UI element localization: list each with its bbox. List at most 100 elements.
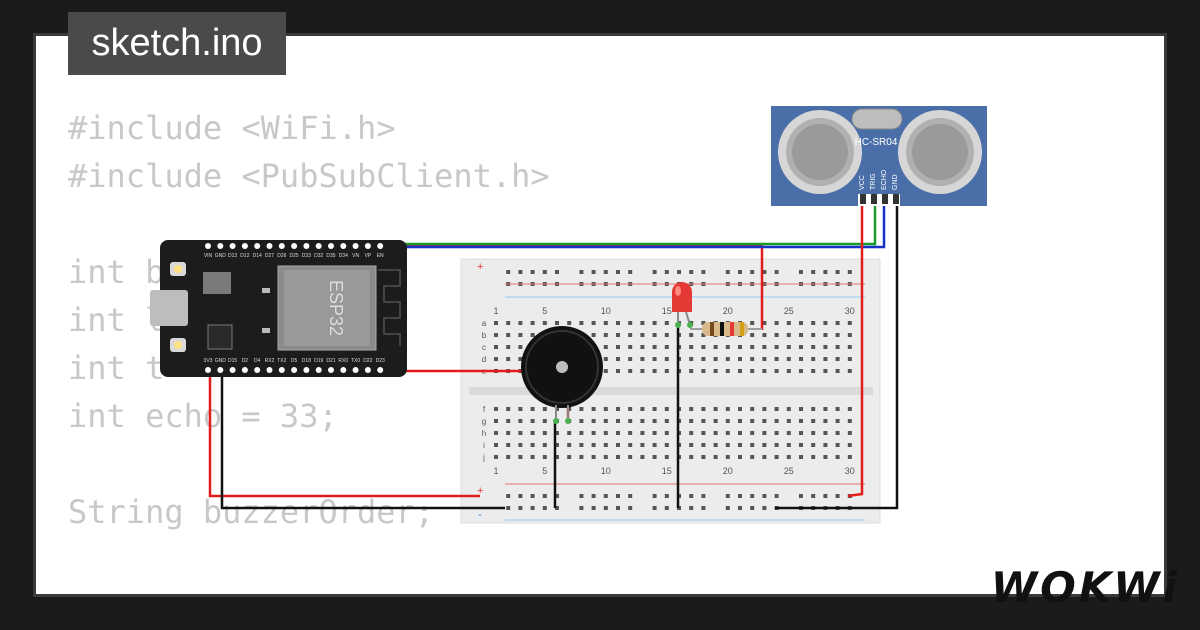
esp32-pin-label: TX0: [351, 358, 360, 364]
wire-sensor-gnd: [775, 200, 899, 510]
esp32-pin: [205, 243, 211, 249]
esp32-pin: [266, 367, 273, 373]
esp32-pin: [291, 243, 298, 249]
wokwi-logo: WOKWi: [990, 563, 1180, 612]
breadboard-row-letter: b: [482, 331, 487, 340]
code-line: int echo = 33;: [68, 397, 338, 435]
esp32-pin: [364, 243, 371, 249]
esp32-pin-label: 3V3: [204, 358, 213, 364]
breadboard-column-number: 5: [542, 466, 547, 476]
breadboard-row-letter: a: [482, 319, 487, 328]
esp32-pin: [266, 243, 273, 249]
breadboard-column-number: 1: [493, 466, 498, 476]
esp32-pin: [340, 243, 347, 249]
esp32-pin-label: D5: [291, 358, 298, 364]
esp32-pin-label: D19: [314, 358, 323, 364]
esp32-pin: [254, 367, 261, 373]
wire-trig: [400, 200, 877, 246]
esp32-pin-label: D4: [254, 358, 261, 364]
esp32-pin-label: D22: [363, 358, 372, 364]
esp32-pin: [328, 243, 334, 249]
esp32-pin-label: D13: [228, 253, 237, 259]
esp32-pin-label: D33: [302, 253, 311, 259]
esp32-pin: [291, 367, 298, 373]
breadboard-row-letter: h: [482, 429, 486, 438]
esp32-pin-label: RX2: [265, 358, 275, 364]
buzzer: [521, 326, 603, 424]
sensor-pin-label: TRIG: [870, 173, 877, 190]
code-preview: #include <WiFi.h> #include <PubSubClient.…: [68, 104, 550, 536]
breadboard-row-letter: j: [482, 453, 485, 462]
code-line: int t: [68, 349, 165, 387]
esp32-pin: [364, 367, 371, 373]
esp32-pin-label: D26: [277, 253, 286, 259]
file-tab[interactable]: sketch.ino: [68, 12, 286, 75]
resistor: [690, 322, 762, 336]
breadboard-column-number: 30: [845, 306, 855, 316]
esp32-pin: [278, 367, 285, 373]
breadboard-row-letter: g: [482, 417, 486, 426]
esp32-pin-label: GND: [215, 358, 227, 364]
esp32-pin: [217, 367, 224, 373]
esp32-pin-label: D35: [326, 253, 335, 259]
esp32-pin: [303, 243, 310, 249]
rail-plus-bottom: +: [477, 485, 483, 497]
wire-sensor-vcc: [847, 200, 864, 498]
esp32-pin-label: D14: [253, 253, 262, 259]
breadboard-row-letter: d: [482, 355, 486, 364]
esp32-pin: [303, 367, 310, 373]
esp32-pin-label: TX2: [277, 358, 286, 364]
breadboard-column-number: 10: [601, 466, 611, 476]
breadboard-column-number: 25: [784, 306, 794, 316]
esp32-pin: [352, 243, 359, 249]
esp32-pin: [315, 367, 322, 373]
code-line: #include <WiFi.h>: [68, 109, 396, 147]
breadboard-row-letter: f: [483, 405, 486, 414]
breadboard-column-number: 1: [493, 306, 498, 316]
esp32-pin: [205, 367, 211, 373]
code-line: #include <PubSubClient.h>: [68, 157, 550, 195]
esp32-pin-label: D2: [242, 358, 249, 364]
esp32-pin-label: D32: [314, 253, 323, 259]
esp32-pin: [278, 243, 285, 249]
esp32-pin-label: RX0: [338, 358, 348, 364]
breadboard-column-number: 30: [845, 466, 855, 476]
esp32-pin: [340, 367, 347, 373]
esp32-pin-label: VN: [352, 253, 359, 259]
esp32-pin: [217, 243, 224, 249]
rail-minus-bottom: -: [478, 509, 482, 521]
esp32-pin-label: D15: [228, 358, 237, 364]
esp32-pin: [229, 367, 236, 373]
esp32-pin-label: D21: [326, 358, 335, 364]
breadboard-row-letter: c: [482, 343, 486, 352]
wire-gnd-to-rail: [220, 370, 505, 510]
esp32-pin: [241, 243, 248, 249]
breadboard-column-number: 20: [723, 466, 733, 476]
breadboard-column-number: 25: [784, 466, 794, 476]
esp32-pin: [377, 367, 384, 373]
esp32-pin-label: D27: [265, 253, 274, 259]
breadboard-row-letter: i: [483, 441, 485, 450]
sensor-pin-label: GND: [892, 174, 899, 190]
esp32-pin-label: VIN: [204, 253, 213, 259]
red-led: [672, 282, 693, 328]
esp32-pin-label: GND: [215, 253, 227, 259]
code-line: int b: [68, 253, 165, 291]
esp32-pin: [241, 367, 248, 373]
usb-port: [150, 290, 188, 326]
rail-plus-top: +: [477, 261, 483, 273]
wire-echo: [402, 200, 886, 249]
esp32-pin-label: D12: [240, 253, 249, 259]
esp32-pin: [229, 243, 236, 249]
esp32-pin: [254, 243, 261, 249]
breadboard-column-number: 20: [723, 306, 733, 316]
esp32-pin: [315, 243, 322, 249]
esp32-pin: [377, 243, 384, 249]
esp32-pin-label: VP: [365, 253, 372, 259]
esp32-pin-label: D34: [339, 253, 348, 259]
esp32-pin: [352, 367, 359, 373]
breadboard-column-number: 15: [662, 466, 672, 476]
